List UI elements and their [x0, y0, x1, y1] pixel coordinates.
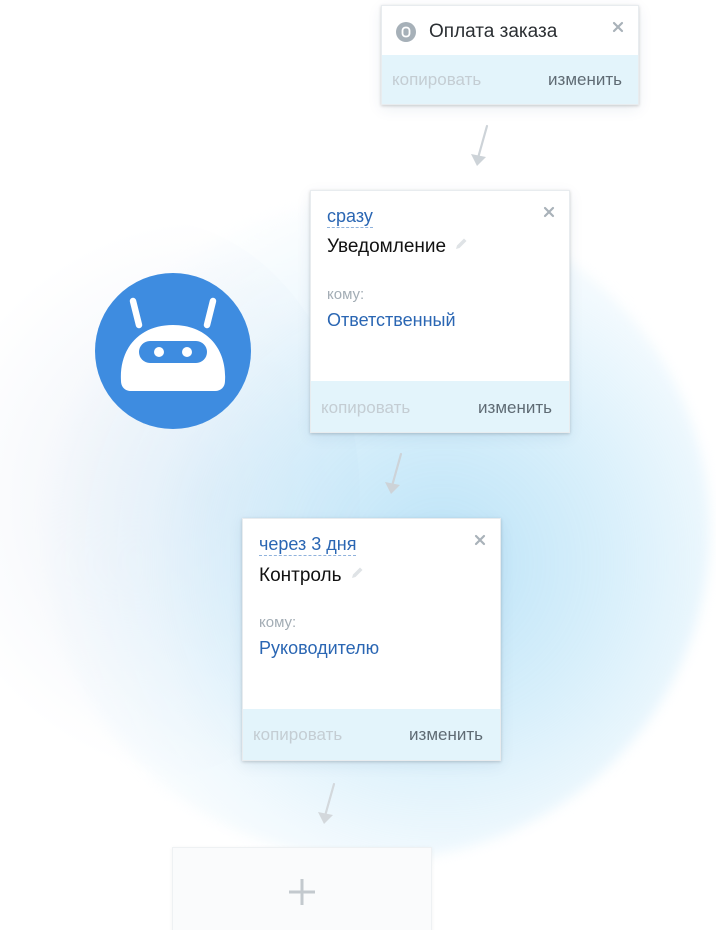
copy-button[interactable]: копировать — [392, 70, 482, 89]
step-action-title: Контроль — [259, 565, 364, 587]
trigger-title: Оплата заказа — [429, 21, 558, 42]
step-action-label: Уведомление — [327, 236, 447, 257]
step-card-1[interactable]: сразу Уведомление кому: Ответственный ко… — [310, 190, 570, 433]
arrow-down-icon — [318, 782, 336, 824]
step-timing-link[interactable]: сразу — [327, 206, 373, 228]
edit-button[interactable]: изменить — [548, 70, 622, 89]
copy-button[interactable]: копировать — [321, 398, 411, 417]
step-action-label: Контроль — [259, 565, 342, 586]
copy-button[interactable]: копировать — [253, 725, 343, 744]
recipient-label: кому: — [259, 614, 297, 631]
recipient-link[interactable]: Ответственный — [327, 310, 456, 330]
plus-icon — [289, 879, 315, 905]
pencil-icon[interactable] — [350, 566, 364, 580]
arrow-down-icon — [385, 452, 403, 494]
step-timing-link[interactable]: через 3 дня — [259, 534, 357, 556]
step-action-title: Уведомление — [327, 236, 468, 258]
recipient-label: кому: — [327, 286, 365, 303]
close-icon[interactable] — [543, 206, 555, 218]
recipient-link[interactable]: Руководителю — [259, 638, 380, 658]
step-card-2[interactable]: через 3 дня Контроль кому: Руководителю … — [242, 518, 501, 761]
close-icon[interactable] — [612, 21, 624, 33]
pencil-icon[interactable] — [454, 237, 468, 251]
trigger-card[interactable]: Оплата заказа копировать изменить — [381, 5, 639, 105]
card-footer: копировать изменить — [382, 55, 638, 104]
robot-icon — [95, 273, 251, 429]
edit-button[interactable]: изменить — [478, 398, 552, 417]
edit-button[interactable]: изменить — [409, 725, 483, 744]
trigger-circle-icon — [396, 22, 416, 42]
card-footer: копировать изменить — [311, 381, 569, 432]
close-icon[interactable] — [474, 534, 486, 546]
add-step-button[interactable] — [172, 847, 432, 930]
arrow-down-icon — [471, 124, 489, 166]
card-footer: копировать изменить — [243, 709, 500, 760]
